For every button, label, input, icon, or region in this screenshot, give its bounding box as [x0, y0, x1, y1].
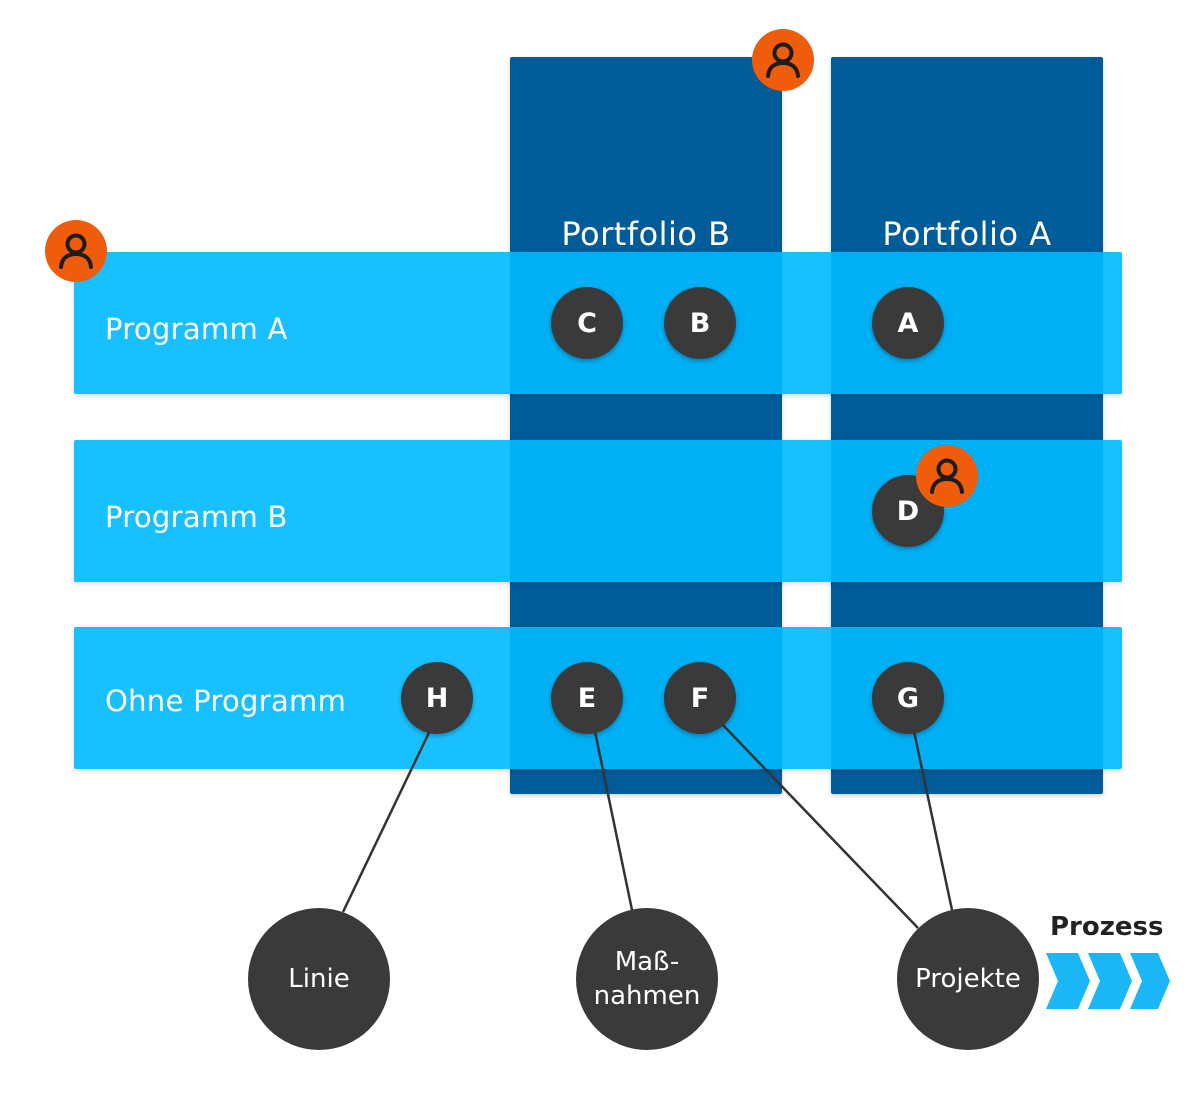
portfolio-b-title: Portfolio B	[561, 215, 731, 253]
person-icon	[930, 458, 964, 494]
category-projekte-label: Projekte	[915, 964, 1021, 994]
ohne-programm-label: Ohne Programm	[105, 684, 347, 718]
category-massnahmen[interactable]: Maß- nahmen	[576, 908, 718, 1050]
category-massnahmen-label: Maß- nahmen	[594, 945, 701, 1013]
person-icon-node-d	[916, 445, 978, 507]
chevron-1	[1046, 953, 1090, 1009]
connector-e-massnahmen	[591, 721, 634, 911]
category-massnahmen-line1: Maß-	[614, 947, 680, 977]
category-massnahmen-line2: nahmen	[593, 981, 701, 1011]
connector-f-projekte	[719, 721, 919, 929]
connector-h-linie	[341, 717, 438, 913]
chevron-3	[1130, 953, 1170, 1009]
person-icon-portfolio-b	[752, 29, 814, 91]
person-icon-programm-a	[45, 220, 107, 282]
process-label: Prozess	[1050, 912, 1164, 942]
category-linie-label: Linie	[288, 964, 350, 994]
chevron-2	[1088, 953, 1132, 1009]
node-c[interactable]: C	[551, 287, 623, 359]
programm-b-label: Programm B	[105, 500, 288, 534]
chevron-arrow-icon	[1046, 953, 1170, 1009]
node-f[interactable]: F	[664, 662, 736, 734]
node-e[interactable]: E	[551, 662, 623, 734]
node-h[interactable]: H	[401, 662, 473, 734]
person-icon	[766, 42, 800, 78]
programm-a-label: Programm A	[105, 312, 288, 346]
node-b[interactable]: B	[664, 287, 736, 359]
category-projekte[interactable]: Projekte	[897, 908, 1039, 1050]
connector-g-projekte	[910, 721, 954, 911]
person-icon	[59, 233, 93, 269]
node-g[interactable]: G	[872, 662, 944, 734]
portfolio-a-title: Portfolio A	[882, 215, 1052, 253]
category-linie[interactable]: Linie	[248, 908, 390, 1050]
node-a[interactable]: A	[872, 287, 944, 359]
